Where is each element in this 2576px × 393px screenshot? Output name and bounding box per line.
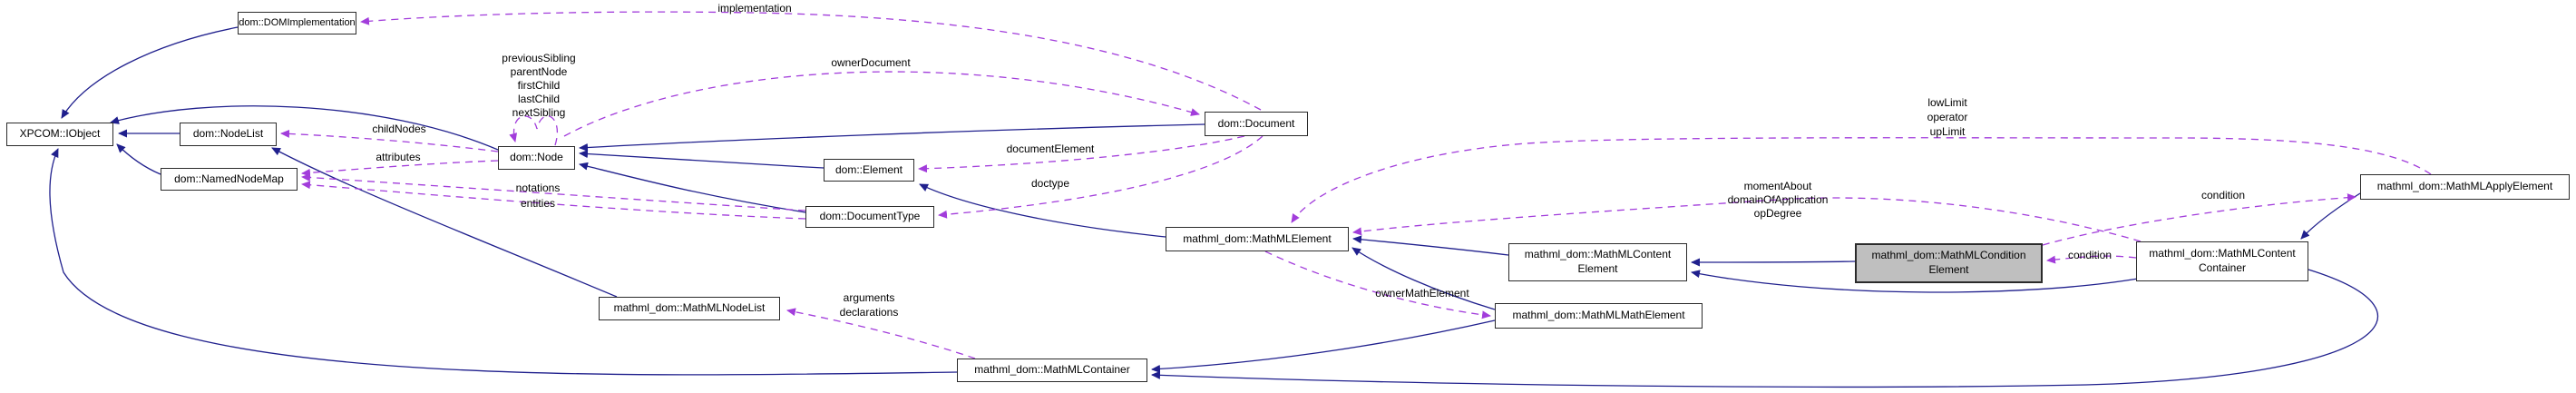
edge-label-parentnode: parentNode xyxy=(510,65,568,78)
edge-label-uplimit: upLimit xyxy=(1929,125,1966,138)
edge-mathelement-to-mathmlelement xyxy=(1351,247,1496,310)
edge-label-notations: notations xyxy=(515,182,561,194)
class-label-line2: Container xyxy=(2198,261,2247,274)
edge-node-self-loop xyxy=(509,115,558,146)
class-node-mathml-contentelement[interactable]: mathml_dom::MathMLContent Element xyxy=(1508,243,1687,281)
class-label-line2: Element xyxy=(1577,262,1618,275)
class-label-line2: Element xyxy=(1928,263,1969,276)
edge-label-lowlimit: lowLimit xyxy=(1927,96,1967,109)
edge-label-condition-content: condition xyxy=(2067,249,2113,261)
edge-node-to-document-ownerdocument xyxy=(563,71,1200,137)
edge-label-previoussibling: previousSibling xyxy=(502,52,576,64)
edge-node-to-namednodemap-attributes xyxy=(301,160,499,177)
edge-element-to-node xyxy=(579,150,825,169)
edge-document-to-documenttype-doctype xyxy=(938,135,1264,219)
class-node-dom-domimplementation[interactable]: dom::DOMImplementation xyxy=(238,12,356,34)
edge-node-to-nodelist-childnodes xyxy=(280,129,499,152)
edge-label-arguments: arguments xyxy=(843,291,895,304)
edge-label-domainofapplication: domainOfApplication xyxy=(1727,193,1829,206)
edge-applyelement-to-mathmlelement-limits xyxy=(1291,137,2432,223)
edge-conditionelement-to-applyelement-condition xyxy=(2042,193,2356,246)
edge-namednodemap-to-iobject xyxy=(116,143,161,175)
edge-mathmlcontainer-to-mathmlnodelist-arguments xyxy=(786,308,976,359)
edge-label-lastchild: lastChild xyxy=(517,93,561,105)
class-node-mathml-contentcontainer[interactable]: mathml_dom::MathMLContent Container xyxy=(2136,241,2308,281)
edge-documenttype-to-namednodemap-entities xyxy=(301,181,806,220)
edge-documenttype-to-node xyxy=(579,162,806,213)
class-label-line1: mathml_dom::MathMLContent xyxy=(2149,247,2296,260)
edge-mathmlcontainer-to-iobject xyxy=(49,148,958,376)
edge-mathelement-to-mathmlcontainer xyxy=(1151,319,1496,373)
class-label-line1: mathml_dom::MathMLCondition xyxy=(1871,249,2026,262)
edge-document-to-node xyxy=(579,123,1205,152)
edge-label-opdegree: opDegree xyxy=(1753,207,1802,220)
class-node-dom-nodelist[interactable]: dom::NodeList xyxy=(180,123,277,146)
edge-applyelement-to-contentcontainer xyxy=(2300,192,2361,240)
class-node-xpcom-iobject[interactable]: XPCOM::IObject xyxy=(6,123,113,146)
class-node-mathml-element[interactable]: mathml_dom::MathMLElement xyxy=(1166,227,1349,251)
edge-document-to-domimplementation-implementation xyxy=(360,11,1262,111)
edge-label-operator: operator xyxy=(1927,111,1968,123)
edge-label-nextsibling: nextSibling xyxy=(512,106,566,119)
edge-node-to-iobject xyxy=(110,105,499,151)
class-node-mathml-conditionelement-highlighted[interactable]: mathml_dom::MathMLCondition Element xyxy=(1855,243,2043,283)
edge-contentelement-to-mathmlelement xyxy=(1352,235,1509,256)
edge-label-condition-apply: condition xyxy=(2200,189,2246,201)
class-node-mathml-container[interactable]: mathml_dom::MathMLContainer xyxy=(957,359,1147,382)
edge-label-implementation: implementation xyxy=(717,2,792,15)
edge-label-childnodes: childNodes xyxy=(372,123,426,135)
class-node-mathml-mathelement[interactable]: mathml_dom::MathMLMathElement xyxy=(1495,303,1703,329)
class-node-dom-node[interactable]: dom::Node xyxy=(498,146,575,170)
edge-domimplementation-to-iobject xyxy=(61,26,239,119)
class-node-dom-element[interactable]: dom::Element xyxy=(824,159,914,182)
edge-label-attributes: attributes xyxy=(376,151,421,163)
edge-conditionelement-to-contentelement xyxy=(1691,258,1856,267)
edge-mathmlelement-to-mathelement-ownermathelement xyxy=(1264,251,1491,319)
class-node-mathml-applyelement[interactable]: mathml_dom::MathMLApplyElement xyxy=(2360,174,2570,200)
edge-contentcontainer-to-conditionelement-condition xyxy=(2046,255,2137,264)
edge-label-documentelement: documentElement xyxy=(1006,142,1095,155)
edge-mathmlnodelist-to-nodelist xyxy=(271,147,618,298)
edge-documenttype-to-namednodemap-notations xyxy=(301,173,806,211)
class-node-dom-namednodemap[interactable]: dom::NamedNodeMap xyxy=(161,168,298,191)
class-node-dom-document[interactable]: dom::Document xyxy=(1205,112,1308,136)
edge-label-ownerdocument: ownerDocument xyxy=(831,56,911,69)
class-node-dom-documenttype[interactable]: dom::DocumentType xyxy=(805,206,934,228)
edge-label-entities: entities xyxy=(520,197,556,210)
edge-label-doctype: doctype xyxy=(1030,177,1070,190)
edge-mathmlelement-to-element xyxy=(919,183,1166,238)
edge-label-momentabout: momentAbout xyxy=(1743,180,1812,192)
edge-label-ownermathelement: ownerMathElement xyxy=(1375,287,1469,300)
edge-contentcontainer-to-mathmlelement-momentabout xyxy=(1352,197,2142,242)
edge-contentcontainer-to-contentelement xyxy=(1691,270,2139,293)
edge-label-firstchild: firstChild xyxy=(517,79,561,92)
class-label-line1: mathml_dom::MathMLContent xyxy=(1524,248,1672,261)
edge-contentcontainer-to-mathmlcontainer xyxy=(1151,269,2379,388)
edge-label-declarations: declarations xyxy=(839,306,899,319)
class-node-mathml-nodelist[interactable]: mathml_dom::MathMLNodeList xyxy=(599,297,780,320)
